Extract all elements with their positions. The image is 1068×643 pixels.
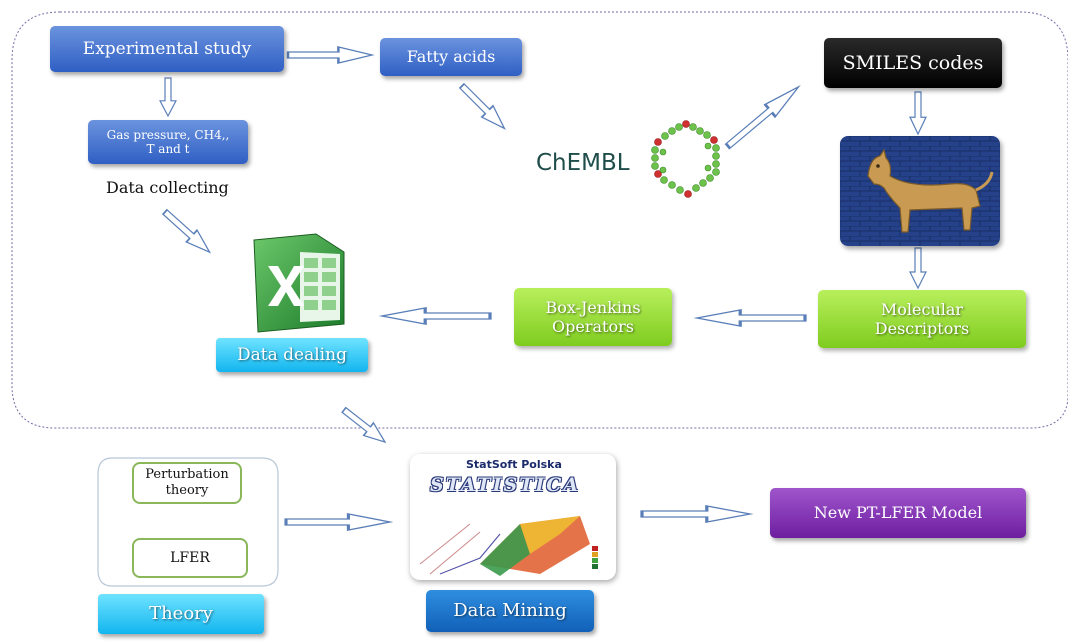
box-jenkins-box: Box-Jenkins Operators: [514, 288, 672, 346]
molecular-descriptors-line1: Molecular: [880, 299, 964, 319]
arrow-collecting-to-excel: [158, 205, 216, 259]
dashed-container-border: [11, 11, 1068, 429]
smiles-codes-label: SMILES codes: [842, 51, 984, 74]
arrow-descriptors-to-boxjenkins: [695, 308, 807, 328]
experimental-study-box: Experimental study: [50, 26, 284, 72]
arrow-fatty-to-chembl: [455, 79, 511, 135]
theory-label: Theory: [149, 603, 213, 625]
data-mining-box: Data Mining: [426, 590, 594, 632]
arrow-image-to-descriptors: [909, 247, 927, 289]
data-mining-label: Data Mining: [453, 600, 567, 622]
arrow-container-to-mining: [338, 402, 391, 450]
perturbation-line2: theory: [165, 483, 209, 498]
perturbation-line1: Perturbation: [145, 467, 229, 483]
arrow-exp-to-fatty: [286, 45, 374, 65]
lfer-label: LFER: [170, 549, 210, 566]
theory-bracket: [97, 457, 279, 587]
gas-pressure-box: Gas pressure, CH4,, T and t: [88, 120, 248, 164]
gas-pressure-line1: Gas pressure, CH4,,: [106, 127, 230, 142]
excel-logo-icon: [253, 233, 345, 333]
lfer-box: LFER: [132, 538, 248, 578]
fatty-acids-label: Fatty acids: [406, 47, 496, 67]
data-dealing-box: Data dealing: [216, 338, 368, 372]
statsoft-label: StatSoft Polska: [466, 458, 562, 471]
new-model-label: New PT-LFER Model: [813, 503, 983, 523]
chembl-label: ChEMBL: [536, 150, 630, 176]
statistica-label: STATISTICA: [430, 474, 581, 496]
box-jenkins-line1: Box-Jenkins: [545, 297, 641, 317]
theory-box: Theory: [98, 594, 264, 634]
arrow-statistica-to-model: [640, 504, 752, 524]
perturbation-theory-box: Perturbation theory: [132, 462, 242, 504]
dragon-illustration: [840, 136, 1000, 246]
arrow-chembl-to-smiles: [721, 79, 805, 154]
gas-pressure-line2: T and t: [146, 142, 190, 156]
statistica-chart-image: StatSoft Polska STATISTICA: [410, 454, 616, 580]
chembl-molecule-icon: [651, 120, 720, 198]
data-collecting-label: Data collecting: [106, 178, 229, 197]
arrow-boxjenkins-to-excel: [380, 306, 492, 326]
new-model-box: New PT-LFER Model: [770, 488, 1026, 538]
arrow-theory-to-statistica: [284, 512, 392, 532]
statistica-surface-plot: [419, 516, 598, 576]
molecular-descriptors-line2: Descriptors: [874, 319, 970, 338]
arrow-exp-to-gas: [159, 77, 177, 117]
data-dealing-label: Data dealing: [237, 344, 347, 365]
babylon-dragon-image: [840, 136, 1000, 246]
molecular-descriptors-box: Molecular Descriptors: [818, 290, 1026, 348]
arrow-smiles-to-image: [909, 91, 927, 135]
fatty-acids-box: Fatty acids: [380, 38, 522, 76]
box-jenkins-line2: Operators: [552, 317, 634, 336]
experimental-study-label: Experimental study: [82, 38, 252, 59]
smiles-codes-box: SMILES codes: [824, 38, 1002, 88]
